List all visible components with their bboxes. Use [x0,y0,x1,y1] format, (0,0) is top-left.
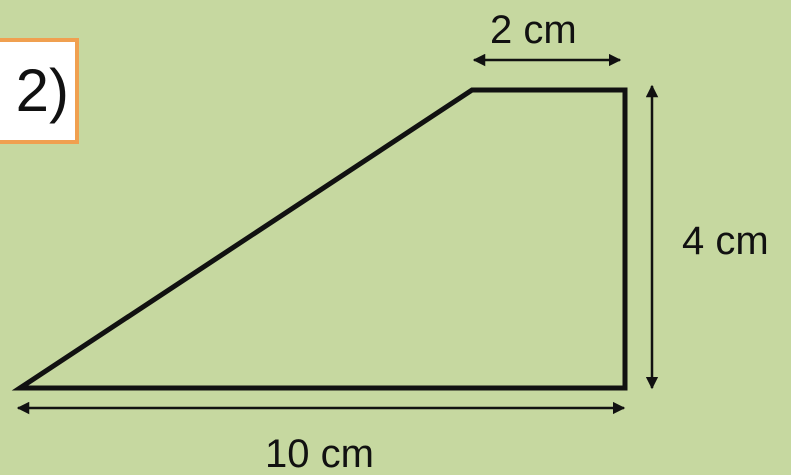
trapezium-shape [11,87,628,391]
problem-number-box: 2) [0,38,79,144]
top-dimension-label: 2 cm [490,8,577,52]
problem-number: 2) [15,57,69,124]
right-dimension-label: 4 cm [682,219,769,263]
bottom-dimension-label: 10 cm [265,432,374,475]
